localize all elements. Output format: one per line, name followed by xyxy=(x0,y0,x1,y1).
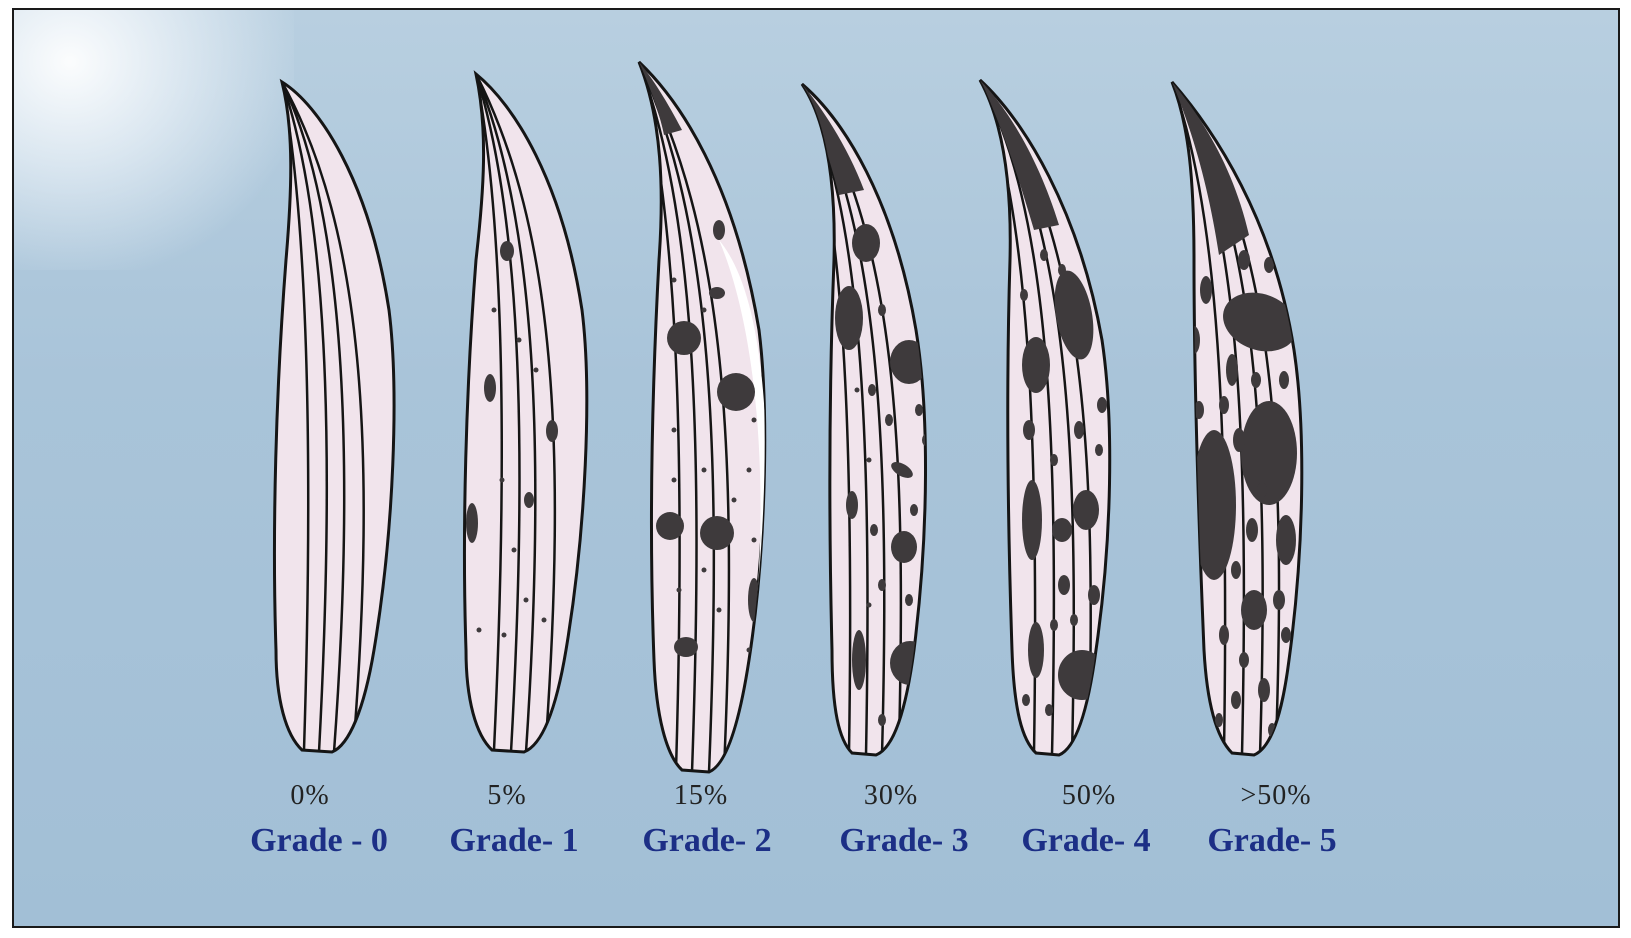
grade-label-3: Grade- 3 xyxy=(804,822,1004,860)
percent-label-grade-3: 30% xyxy=(801,780,981,812)
grade-label-5: Grade- 5 xyxy=(1172,822,1372,860)
percent-label-grade-2: 15% xyxy=(611,780,791,812)
leaf-grade-3 xyxy=(802,84,930,755)
leaf-grade-4 xyxy=(980,80,1110,755)
grade-label-1: Grade- 1 xyxy=(414,822,614,860)
leaf-grade-5 xyxy=(1172,82,1305,755)
grade-label-4: Grade- 4 xyxy=(986,822,1186,860)
leaf-grade-0 xyxy=(274,82,394,752)
percent-label-grade-0: 0% xyxy=(220,780,400,812)
percent-label-grade-1: 5% xyxy=(417,780,597,812)
diagram-panel: 0% 5% 15% 30% 50% >50% Grade - 0 Grade- … xyxy=(12,8,1620,928)
grade-label-0: Grade - 0 xyxy=(219,822,419,860)
percent-label-grade-4: 50% xyxy=(999,780,1179,812)
percent-label-grade-5: >50% xyxy=(1186,780,1366,812)
leaf-grade-2 xyxy=(639,62,767,772)
grade-label-2: Grade- 2 xyxy=(607,822,807,860)
leaf-grade-1 xyxy=(464,74,586,752)
